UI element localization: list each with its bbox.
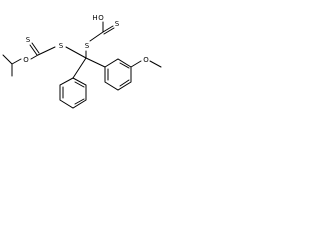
atom-label-thione-s-left: S <box>26 36 31 44</box>
atom-label-methoxy-o: O <box>143 56 149 64</box>
bond-isopropyl-methyl-1 <box>2 54 13 65</box>
bond-central-to-methoxyphenyl <box>85 57 106 68</box>
atom-label-ester-o: O <box>23 56 29 64</box>
phenyl-double-bond-3 <box>74 81 85 88</box>
chemical-structure-diagram: O H S S S S O O <box>0 0 166 116</box>
phenyl-double-bond-2 <box>74 98 85 105</box>
atom-label-bridge-s-left: S <box>59 42 64 50</box>
atom-label-thione-s-top: S <box>115 20 120 28</box>
bond-sulfur-right-to-carbon <box>89 31 104 42</box>
atom-label-thiol-o: O <box>98 14 104 22</box>
bond-carbon-to-sulfur-left <box>37 46 56 56</box>
bond-thione-top-a <box>102 25 114 33</box>
bond-group <box>2 21 115 79</box>
bond-thione-top-b <box>103 27 115 35</box>
atom-label-group: O H S S S S O O <box>23 14 149 64</box>
bond-central-to-phenyl <box>72 57 87 79</box>
methoxyphenyl-double-bond-2 <box>119 79 130 87</box>
atom-label-bridge-s-right: S <box>85 42 90 50</box>
molecule-drawing: O H S S S S O O <box>2 14 162 109</box>
bond-methoxy-oxygen-to-methyl <box>149 60 162 68</box>
bond-ring-to-methoxy-oxygen <box>130 60 142 68</box>
methoxyphenyl-ring-outline <box>104 58 132 91</box>
methoxyphenyl-double-bond-3 <box>119 62 130 69</box>
bond-thione-left-b <box>31 42 40 54</box>
bond-oxygen-to-carbon <box>30 54 39 60</box>
phenyl-ring <box>59 77 87 109</box>
methoxyphenyl-ring <box>104 58 162 91</box>
bond-thione-left-a <box>29 44 38 56</box>
phenyl-ring-outline <box>59 77 87 109</box>
atom-label-thiol-h: H <box>92 14 97 22</box>
bond-sulfur-left-to-central <box>65 46 87 59</box>
bond-isopropyl-to-oxygen <box>11 58 22 65</box>
